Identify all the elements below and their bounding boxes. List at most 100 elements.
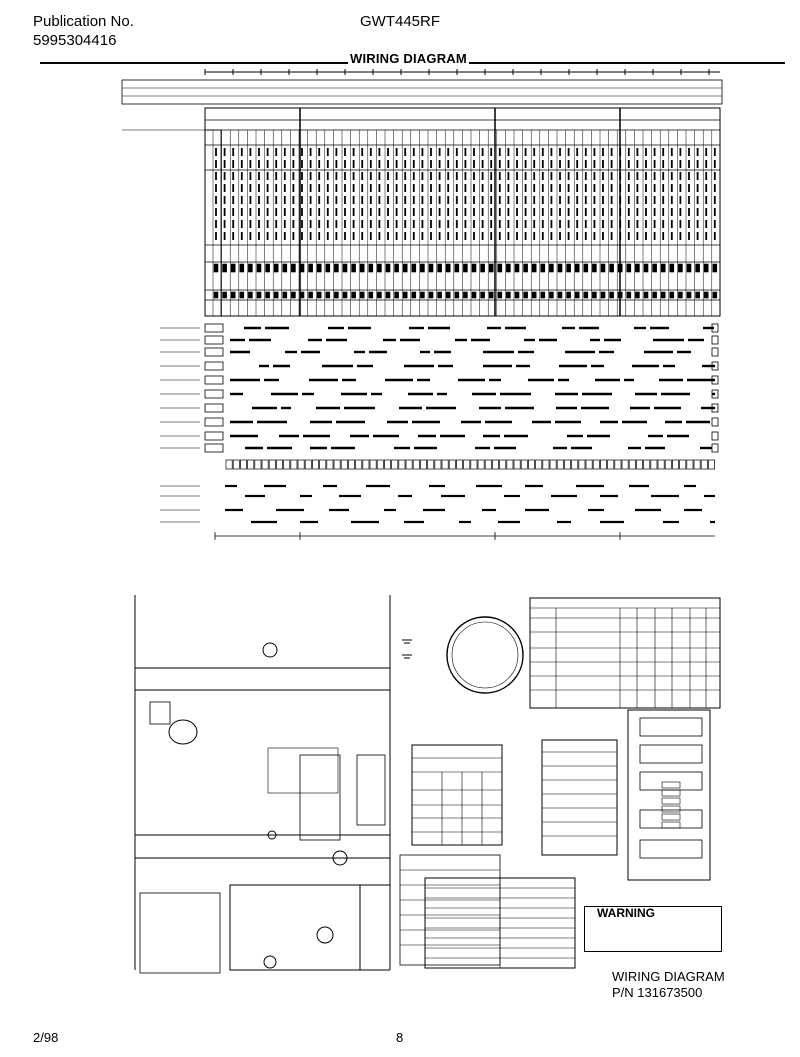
cycle-cell-mark (592, 263, 597, 273)
interval-cell (585, 459, 593, 470)
interval-cell (679, 459, 687, 470)
speed-control-table (529, 597, 721, 709)
interval-cell (384, 459, 391, 470)
cycle-cell-mark (248, 291, 253, 299)
interval-cell (333, 459, 341, 470)
cycle-cell-mark (316, 291, 322, 299)
row-terminal-box (204, 443, 224, 453)
cycle-cell-mark (712, 263, 718, 273)
interval-cell (700, 459, 708, 470)
cycle-cell-mark (273, 263, 279, 273)
cycle-cell-mark (342, 291, 348, 299)
interval-cell (232, 459, 240, 470)
cycle-cell-mark (514, 291, 520, 299)
cycle-cell-mark (617, 263, 623, 273)
wire-codes-table (399, 854, 501, 966)
cycle-cell-mark (617, 291, 623, 299)
cycle-cell-mark (454, 263, 460, 273)
interval-cell (628, 459, 636, 470)
interval-cell (592, 459, 600, 470)
interval-cell (362, 459, 370, 470)
cycle-cell-mark (342, 263, 348, 273)
contact-group (267, 747, 339, 794)
cycle-cell-mark (385, 291, 391, 299)
cycle-cell-mark (523, 291, 528, 299)
interval-cell (506, 459, 514, 470)
cycle-cell-mark (394, 263, 399, 273)
cycle-cell-mark (600, 291, 606, 299)
row-end-box (711, 347, 719, 357)
interval-cell (657, 459, 665, 470)
cycle-cell-mark (471, 263, 477, 273)
interval-cell (664, 459, 672, 470)
motor-connector-box (639, 771, 703, 791)
cycle-cell-mark (213, 291, 219, 299)
cycle-cell-mark (230, 291, 236, 299)
row-terminal-box (204, 403, 224, 413)
cycle-cell-mark (540, 263, 546, 273)
cycle-cell-mark (506, 263, 511, 273)
cycle-cell-mark (480, 291, 485, 299)
interval-cell (643, 459, 651, 470)
pump-block (356, 754, 386, 826)
cycle-cell-mark (334, 263, 339, 273)
cycle-cell-mark (230, 263, 236, 273)
cycle-cell-mark (703, 263, 709, 273)
cycle-cell-mark (652, 263, 657, 273)
cycle-cell-mark (239, 291, 245, 299)
timer-motor (168, 719, 198, 745)
interval-cell (254, 459, 262, 470)
cycle-cell-mark (523, 263, 528, 273)
cycle-cell-mark (359, 263, 365, 273)
connector-pin (661, 789, 681, 797)
diagram-caption-title: WIRING DIAGRAM (612, 969, 725, 984)
cycle-cell-mark (359, 291, 365, 299)
cycle-cell-mark (256, 263, 262, 273)
cycle-cell-mark (686, 291, 692, 299)
interval-cell (427, 459, 435, 470)
cycle-cell-mark (351, 291, 356, 299)
cycle-cell-mark (291, 291, 296, 299)
cycle-cell-mark (480, 263, 485, 273)
cycle-cell-mark (437, 263, 442, 273)
interval-cell (470, 459, 478, 470)
cycle-cell-mark (643, 291, 649, 299)
cycle-cell-mark (402, 291, 408, 299)
valve-coil (332, 850, 348, 866)
cycle-cell-mark (669, 291, 675, 299)
interval-cell (499, 459, 507, 470)
cycle-cell-mark (428, 291, 434, 299)
interval-cell (225, 459, 233, 470)
connector-pin (661, 797, 681, 805)
cycle-cell-mark (377, 291, 382, 299)
interval-cell (304, 459, 312, 470)
cycle-cell-mark (497, 263, 503, 273)
interval-cell (549, 459, 557, 470)
cycle-cell-mark (368, 291, 374, 299)
interval-cell (441, 459, 449, 470)
interval-cell (261, 459, 269, 470)
interval-cell (520, 459, 528, 470)
terminal (267, 830, 277, 840)
interval-cell (312, 459, 319, 470)
cycle-cell-mark (652, 291, 657, 299)
row-terminal-box (204, 347, 224, 357)
interval-cell (528, 459, 535, 470)
cycle-cell-mark (368, 263, 374, 273)
cycle-cell-mark (445, 263, 451, 273)
warning-box (584, 906, 722, 952)
interval-cell (405, 459, 413, 470)
dial-position-strip (121, 79, 723, 105)
connector-pin-table (541, 739, 618, 856)
publication-number: 5995304416 (33, 32, 117, 49)
row-end-box (711, 361, 719, 371)
row-terminal-box (204, 417, 224, 427)
interval-cell (283, 459, 291, 470)
cycle-cell-mark (488, 291, 494, 299)
interval-cell (556, 459, 564, 470)
cycle-cell-mark (445, 291, 451, 299)
motor-connector-frame (627, 709, 711, 881)
row-terminal-box (204, 389, 224, 399)
cycle-cell-mark (583, 291, 589, 299)
interval-cell (398, 459, 406, 470)
